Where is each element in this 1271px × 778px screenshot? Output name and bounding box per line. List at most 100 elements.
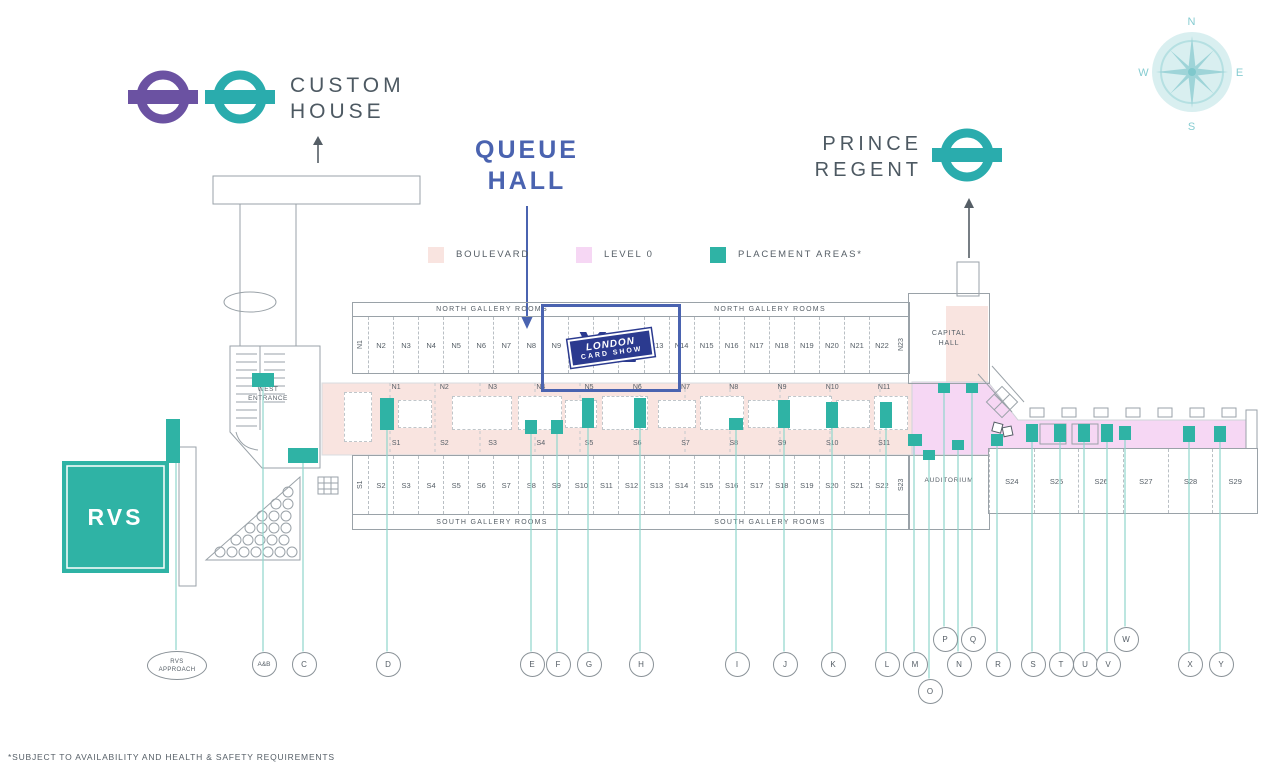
stand-block (398, 400, 432, 428)
compass-e: E (1236, 67, 1244, 79)
room-label: N20 (818, 317, 844, 373)
room-label: S11 (593, 456, 618, 514)
north-gallery-title: NORTH GALLERY ROOMS (436, 306, 548, 313)
room-label: S20 (818, 456, 844, 514)
placement-marker-s: S (1020, 651, 1046, 677)
queue-hall-highlight-box: XL LONDON CARD SHOW (541, 304, 681, 392)
rvs-approach-marker: RVS APPROACH (147, 651, 207, 680)
custom-house-arrow-icon (313, 136, 323, 163)
kiosk-structure (317, 476, 339, 495)
stand-label: N10 (825, 384, 839, 391)
room-label: S18 (768, 456, 794, 514)
stand-label: S10 (825, 440, 839, 447)
stand-label: N1 (391, 384, 401, 391)
placement-marker-c: C (291, 651, 317, 677)
stand-block (700, 396, 744, 430)
room-label: N6 (468, 317, 493, 373)
room-label: S17 (743, 456, 769, 514)
elizabeth-line-roundel-icon (128, 70, 198, 124)
boulevard-swatch-icon (428, 246, 444, 263)
placement-marker-x: X (1177, 651, 1203, 677)
room-label: N2 (368, 317, 393, 373)
placement-marker-w: W (1113, 626, 1139, 652)
stand-label: S3 (488, 440, 497, 447)
room-label: N22 (868, 317, 894, 373)
room-label: N1 (357, 340, 364, 350)
room-label: N16 (718, 317, 744, 373)
placement-marker-v: V (1095, 651, 1121, 677)
legend-item-placement-areas: PLACEMENT AREAS* (710, 246, 863, 263)
stand-block (788, 396, 832, 430)
south-gallery-title: SOUTH GALLERY ROOMS (714, 518, 826, 526)
compass-s: S (1188, 121, 1196, 133)
south-gallery-footer: SOUTH GALLERY ROOMS SOUTH GALLERY ROOMS (353, 514, 909, 529)
auditorium: AUDITORIUM (908, 455, 990, 530)
placement-marker-i: I (724, 651, 750, 677)
room-label: S24 (989, 449, 1034, 513)
room-label: N23 (898, 338, 905, 352)
room-label: S5 (443, 456, 468, 514)
south-gallery-title: SOUTH GALLERY ROOMS (436, 518, 548, 526)
room-label: S1 (357, 480, 364, 490)
placement-marker-t: T (1048, 651, 1074, 677)
west-entrance-structure (229, 345, 321, 469)
room-label: N4 (418, 317, 443, 373)
room-label: S4 (418, 456, 443, 514)
dlr-roundel-icon (205, 70, 275, 124)
placement-marker-y: Y (1208, 651, 1234, 677)
room-label: S13 (643, 456, 669, 514)
prince-regent-arrow-icon (964, 198, 974, 258)
room-label: S23 (898, 478, 905, 492)
level0-swatch-icon (576, 246, 592, 263)
stand-block (518, 396, 562, 430)
stand-block (344, 392, 372, 442)
room-label: S12 (618, 456, 643, 514)
room-label: N7 (493, 317, 518, 373)
capital-hall-line2: HALL (938, 339, 960, 347)
bridge-diamond (985, 385, 1019, 419)
custom-house-line2: HOUSE (290, 100, 385, 123)
prince-regent-roundel-icon (932, 128, 1002, 182)
placement-marker-e: E (519, 651, 545, 677)
room-label: S2 (368, 456, 393, 514)
west-entrance-label: WEST ENTRANCE (242, 385, 294, 403)
north-gallery-title: NORTH GALLERY ROOMS (714, 306, 826, 313)
placement-marker-u: U (1072, 651, 1098, 677)
placement-marker-l: L (874, 651, 900, 677)
room-label: S27 (1123, 449, 1168, 513)
room-label: S3 (393, 456, 418, 514)
placement-marker-d: D (375, 651, 401, 677)
stand-label: S6 (633, 440, 642, 447)
room-label: S10 (568, 456, 593, 514)
stand-block (658, 400, 696, 428)
room-label: S21 (843, 456, 869, 514)
stand-label: S4 (536, 440, 546, 447)
room-label: N3 (393, 317, 418, 373)
stand-block (565, 400, 597, 428)
stand-label: N7 (681, 384, 690, 391)
legend-item-level0: LEVEL 0 (576, 246, 654, 263)
stand-block (452, 396, 512, 430)
placement-marker-h: H (628, 651, 654, 677)
placement-marker-q: Q (960, 626, 986, 652)
stand-block (874, 396, 908, 430)
stand-label: S1 (391, 440, 401, 447)
room-label: N17 (743, 317, 769, 373)
placement-marker-f: F (545, 651, 571, 677)
placement-marker-j: J (772, 651, 798, 677)
placement-marker-a&b: A&B (251, 651, 277, 677)
stand-label: N11 (877, 384, 891, 391)
compass-rose: N E S W (1138, 16, 1244, 133)
room-label: S22 (868, 456, 894, 514)
room-label: S8 (518, 456, 543, 514)
stand-block (602, 396, 648, 430)
room-label: S16 (718, 456, 744, 514)
prince-regent-label: PRINCE REGENT (792, 131, 922, 183)
stand-label: S2 (440, 440, 449, 447)
room-label: S19 (793, 456, 819, 514)
room-label: N5 (443, 317, 468, 373)
stand-block (748, 400, 784, 428)
